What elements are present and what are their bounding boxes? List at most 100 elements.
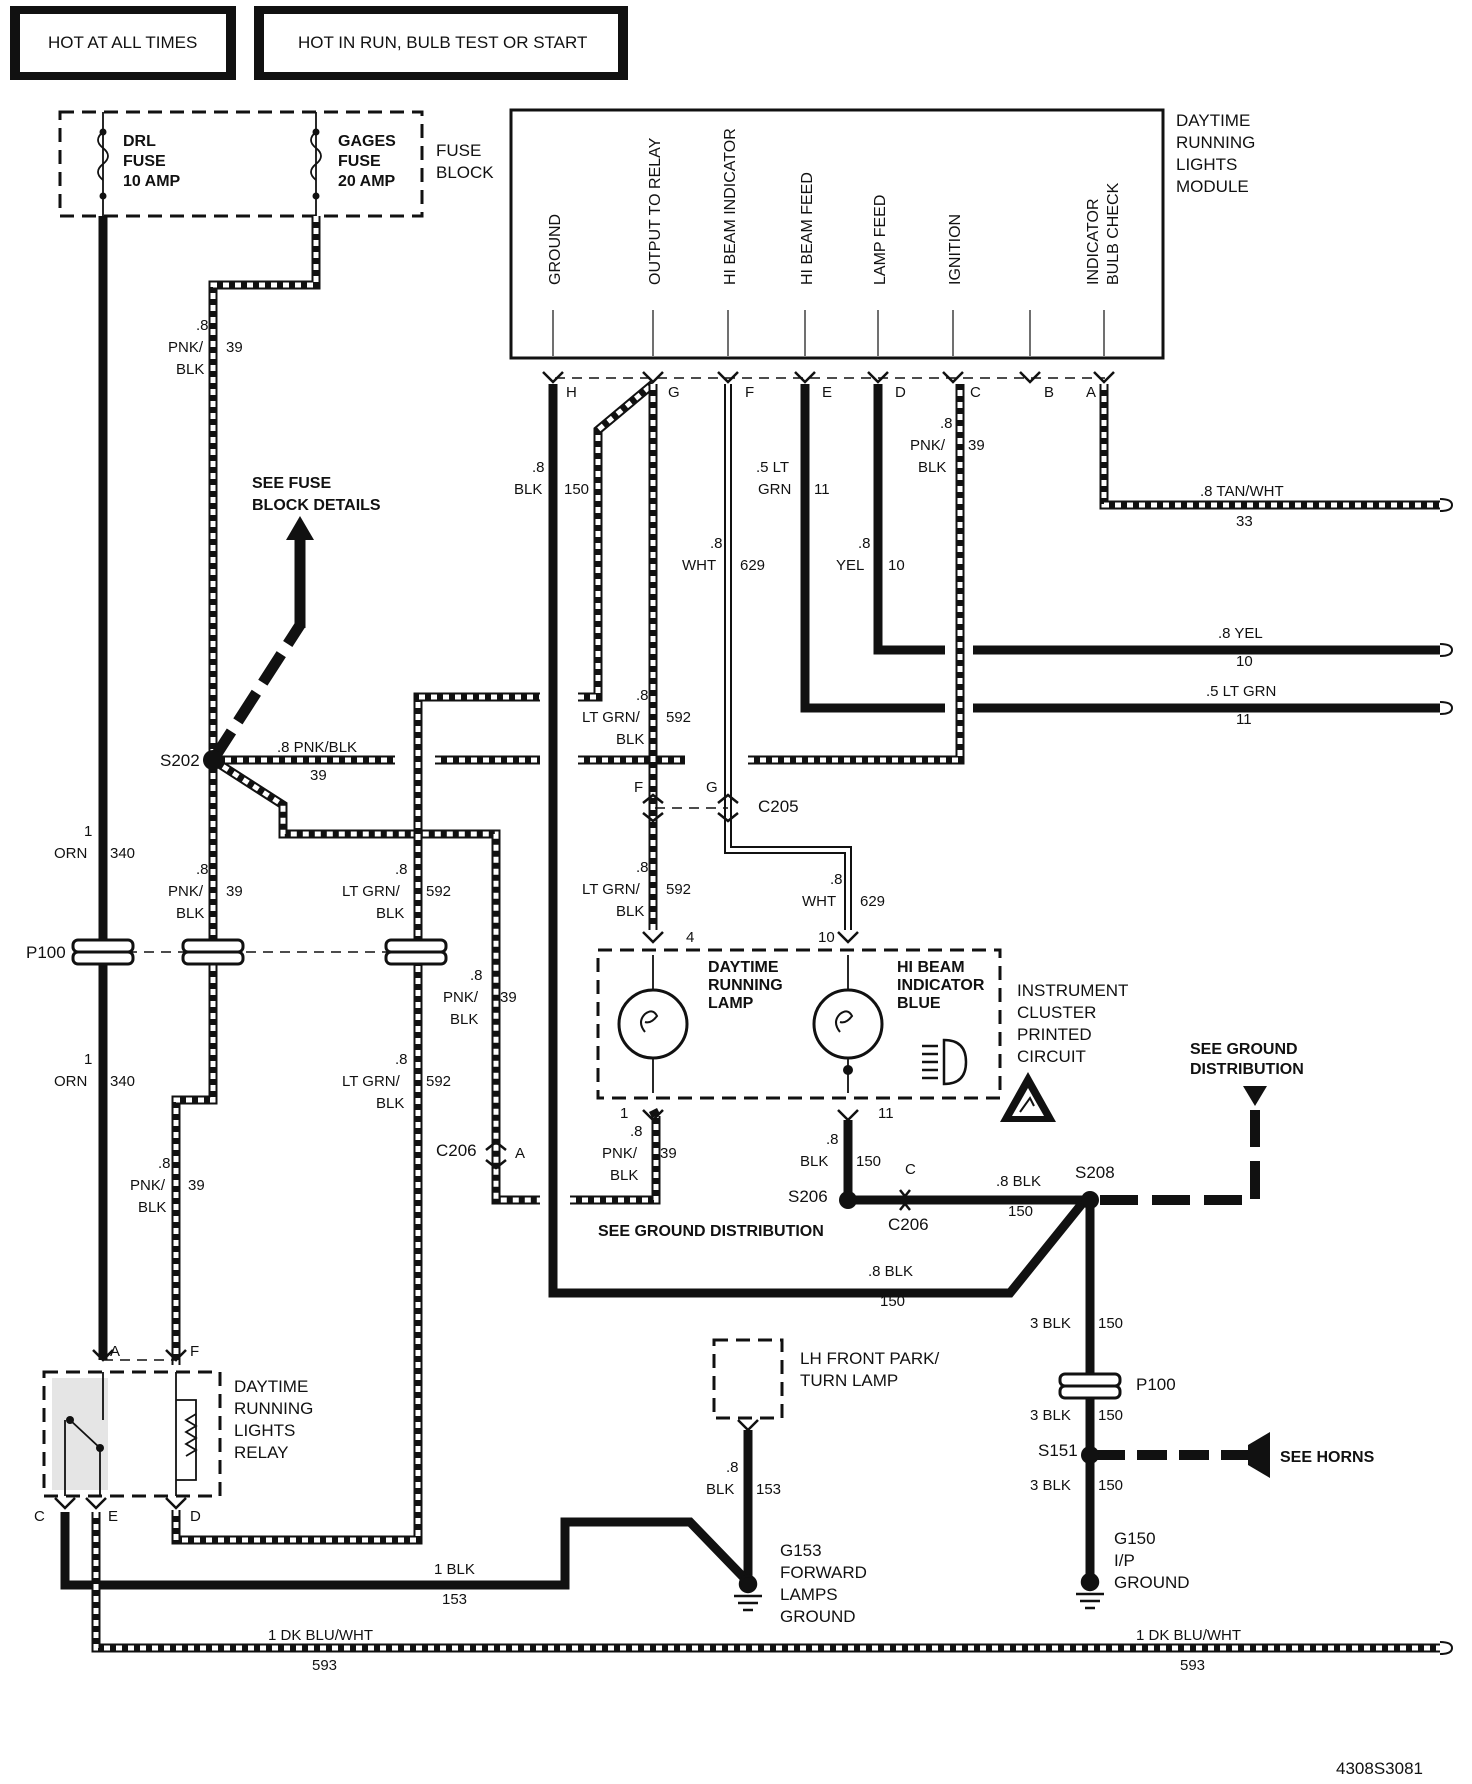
striped-wires	[91, 216, 1440, 1653]
wire-label: 39	[226, 883, 243, 900]
lamp-label-2: TURN LAMP	[800, 1371, 898, 1390]
wire-label: 150	[1098, 1315, 1123, 1332]
module-terminal-labels: GROUND OUTPUT TO RELAY HI BEAM INDICATOR…	[547, 128, 1122, 285]
wire-label: 150	[564, 481, 589, 498]
wire-label: .8	[636, 687, 649, 704]
wire-label: 150	[856, 1153, 881, 1170]
wire-label: .8	[630, 1123, 643, 1140]
splice-s208-label: S208	[1075, 1163, 1115, 1182]
terminal-ground-label: GROUND	[547, 214, 564, 285]
wire-label: LT GRN/	[342, 1073, 401, 1090]
wire-label: BLK	[138, 1199, 166, 1216]
wire-label: BLK	[616, 731, 644, 748]
terminal-hi-beam-indicator-label: HI BEAM INDICATOR	[722, 128, 739, 285]
pin-h: H	[566, 384, 577, 401]
wire-label: PNK/	[168, 883, 204, 900]
gages-fuse-label-2: FUSE	[338, 153, 381, 170]
see-fuse-arrow-icon	[286, 516, 314, 540]
relay-label-4: RELAY	[234, 1443, 289, 1462]
wire-label: PNK/	[910, 437, 946, 454]
wire-label: 1 DK BLU/WHT	[268, 1627, 373, 1644]
see-ground-arrow-icon	[1243, 1086, 1267, 1106]
relay-pin-c: C	[34, 1508, 45, 1525]
wire-label: 3 BLK	[1030, 1315, 1071, 1332]
wire-label: BLK	[800, 1153, 828, 1170]
wire-label: GRN	[758, 481, 791, 498]
wire-label: 33	[1236, 513, 1253, 530]
wire-label: PNK/	[168, 339, 204, 356]
cluster-pin-11: 11	[878, 1105, 894, 1122]
wire-label: 1 BLK	[434, 1561, 475, 1578]
terminal-hi-beam-feed-label: HI BEAM FEED	[799, 172, 816, 285]
p100-connector-icons	[71, 938, 1122, 1400]
wire-label: BLK	[450, 1011, 478, 1028]
drl-lamp-label-1: DAYTIME	[708, 959, 779, 976]
wire-label: ORN	[54, 1073, 87, 1090]
instrument-cluster: DAYTIME RUNNING LAMP HI BEAM INDICATOR B…	[596, 929, 1128, 1122]
wire-label: .8	[470, 967, 483, 984]
ipc-label-1: INSTRUMENT	[1017, 981, 1128, 1000]
wire-label: 1 DK BLU/WHT	[1136, 1627, 1241, 1644]
wire-label: 11	[814, 481, 830, 498]
splice-s206-label: S206	[788, 1187, 828, 1206]
module-label-1: DAYTIME	[1176, 111, 1250, 130]
wire-label: 340	[110, 845, 135, 862]
wire-label: PNK/	[443, 989, 479, 1006]
module-pin-letters: H G F E D C B A	[566, 384, 1096, 401]
gages-fuse-rating: 20 AMP	[338, 173, 396, 190]
cluster-pin-1: 1	[620, 1105, 628, 1122]
wire-label: .8	[710, 535, 723, 552]
wire-label: 3 BLK	[1030, 1477, 1071, 1494]
c205-connector-icon	[642, 793, 739, 823]
terminal-ignition-label: IGNITION	[947, 214, 964, 285]
drl-relay: A F C E D DAYTIME RUNNING LIGHTS RELAY	[34, 1343, 313, 1525]
see-fuse-label-1: SEE FUSE	[252, 475, 331, 492]
esd-warning-icon	[1000, 1072, 1056, 1122]
legend-hot-run-text: HOT IN RUN, BULB TEST OR START	[298, 33, 587, 52]
drl-lamp-label-3: LAMP	[708, 995, 754, 1012]
wire-label: ORN	[54, 845, 87, 862]
wire-label: .8	[196, 317, 209, 334]
wire-label: 153	[756, 1481, 781, 1498]
legend-hot-always-text: HOT AT ALL TIMES	[48, 33, 197, 52]
relay-pin-f: F	[190, 1343, 199, 1360]
drl-fuse-label-2: FUSE	[123, 153, 166, 170]
g150-label: G150	[1114, 1529, 1156, 1548]
wire-label: BLK	[376, 905, 404, 922]
wire-label: 1	[84, 1051, 92, 1068]
c205-label: C205	[758, 797, 799, 816]
cluster-pin-4: 4	[686, 929, 694, 946]
wire-label: 39	[188, 1177, 205, 1194]
splice-s202-label: S202	[160, 751, 200, 770]
see-ground-label-2: DISTRIBUTION	[1190, 1061, 1304, 1078]
wire-label: 150	[1098, 1407, 1123, 1424]
wire-label: LT GRN/	[582, 709, 641, 726]
wire-label: .8 TAN/WHT	[1200, 483, 1284, 500]
lh-front-park-lamp: LH FRONT PARK/ TURN LAMP	[712, 1338, 939, 1432]
wire-label: .5 LT GRN	[1206, 683, 1276, 700]
legend-hot-always: HOT AT ALL TIMES	[10, 6, 236, 80]
fuse-block: DRL FUSE 10 AMP GAGES FUSE 20 AMP FUSE B…	[58, 110, 494, 218]
wire-label: LT GRN/	[582, 881, 641, 898]
wire-label: .8	[196, 861, 209, 878]
c205-pin-g: G	[706, 779, 718, 796]
pin-a: A	[1086, 384, 1096, 401]
lamp-label-1: LH FRONT PARK/	[800, 1349, 939, 1368]
wire-label: 593	[312, 1657, 337, 1674]
wire-label: .8 PNK/BLK	[277, 739, 357, 756]
wire-label: .8	[726, 1459, 739, 1476]
wire-label: .8	[826, 1131, 839, 1148]
pin-d: D	[895, 384, 906, 401]
c206-pin-a: A	[515, 1145, 525, 1162]
wire-label: .8	[858, 535, 871, 552]
c206-connector-icon	[485, 1140, 911, 1211]
wire-label: .8	[395, 1051, 408, 1068]
wire-label: BLK	[376, 1095, 404, 1112]
g153-label: G153	[780, 1541, 822, 1560]
wire-label: .8	[395, 861, 408, 878]
relay-pin-a: A	[110, 1343, 120, 1360]
wire-label: 3 BLK	[1030, 1407, 1071, 1424]
pin-c: C	[970, 384, 981, 401]
wire-label: 593	[1180, 1657, 1205, 1674]
